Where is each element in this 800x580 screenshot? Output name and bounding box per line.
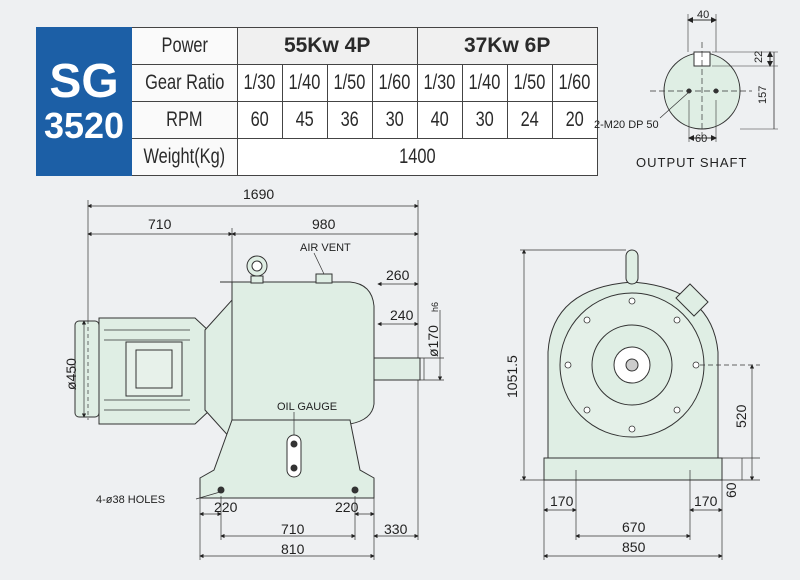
dim-foot-330: 330 xyxy=(384,521,408,537)
front-lifting-eye xyxy=(625,249,639,285)
dim-foot-810: 810 xyxy=(281,541,305,557)
mount-hole-left xyxy=(217,486,225,494)
spec-table: SG 3520 Power 55Kw 4P 37Kw 6P Gear Ratio… xyxy=(36,27,598,176)
ratio-cell: 1/40 xyxy=(461,64,508,102)
motor-flange xyxy=(204,298,233,442)
shaft-dim-height: 157 xyxy=(757,86,769,104)
shaft-dim-center: 60 xyxy=(695,133,707,145)
output-shaft xyxy=(373,357,421,381)
dim-shaft-diameter: ø170 xyxy=(425,325,441,357)
mount-holes-label: 4-ø38 HOLES xyxy=(96,494,165,506)
dim-front-foot-170-left: 170 xyxy=(550,493,574,509)
shaft-tap-label: 2-M20 DP 50 xyxy=(594,119,659,131)
ratio-cell: 1/40 xyxy=(281,64,328,102)
rpm-label: RPM xyxy=(131,101,238,139)
rpm-cell: 60 xyxy=(236,101,283,139)
power-4p: 55Kw 4P xyxy=(236,27,418,65)
weight-label: Weight(Kg) xyxy=(131,138,238,176)
model-size: 3520 xyxy=(43,104,125,146)
dim-front-height: 1051.5 xyxy=(504,355,520,398)
air-vent xyxy=(315,273,333,284)
shaft-caption: OUTPUT SHAFT xyxy=(636,155,747,170)
ratio-cell: 1/30 xyxy=(236,64,283,102)
weight-value: 1400 xyxy=(236,138,598,176)
dim-front-850: 850 xyxy=(622,539,646,555)
air-vent-label: AIR VENT xyxy=(300,242,351,254)
side-view-dimensions xyxy=(81,200,444,560)
front-air-vent xyxy=(675,283,709,317)
shaft-dim-width: 40 xyxy=(697,9,709,21)
flange-bolts xyxy=(564,297,700,433)
dim-front-foot-170-right: 170 xyxy=(694,493,718,509)
front-view-dimensions xyxy=(520,249,760,560)
power-6p: 37Kw 6P xyxy=(416,27,598,65)
dim-shaft-tolerance: h6 xyxy=(430,302,440,312)
dim-motor-length: 710 xyxy=(148,216,172,232)
rpm-cell: 30 xyxy=(371,101,418,139)
oil-gauge-label: OIL GAUGE xyxy=(277,401,337,413)
shaft-dim-key: 22 xyxy=(753,51,765,63)
dim-center-height: 520 xyxy=(733,404,749,428)
rpm-cell: 20 xyxy=(551,101,598,139)
model-series: SG xyxy=(49,54,119,108)
dim-reducer-length: 980 xyxy=(312,216,336,232)
model-badge: SG 3520 xyxy=(36,27,132,176)
dim-motor-diameter: ø450 xyxy=(63,358,79,390)
dim-foot-710: 710 xyxy=(281,521,305,537)
dim-front-670: 670 xyxy=(622,519,646,535)
dim-shaft-260: 260 xyxy=(386,267,410,283)
output-shaft-view xyxy=(650,14,778,142)
dim-overall: 1690 xyxy=(243,186,274,202)
dim-shaft-240: 240 xyxy=(390,307,414,323)
rpm-cell: 36 xyxy=(326,101,373,139)
rpm-cell: 45 xyxy=(281,101,328,139)
dim-foot-220-left: 220 xyxy=(214,499,238,515)
front-base xyxy=(543,457,723,481)
dim-foot-220-right: 220 xyxy=(335,499,359,515)
front-view xyxy=(543,249,723,481)
ratio-cell: 1/60 xyxy=(551,64,598,102)
mount-hole-right xyxy=(351,486,359,494)
rpm-cell: 30 xyxy=(461,101,508,139)
side-view xyxy=(74,255,421,499)
power-label: Power xyxy=(131,27,238,65)
terminal-box xyxy=(125,341,183,397)
dim-base-60: 60 xyxy=(723,482,739,498)
